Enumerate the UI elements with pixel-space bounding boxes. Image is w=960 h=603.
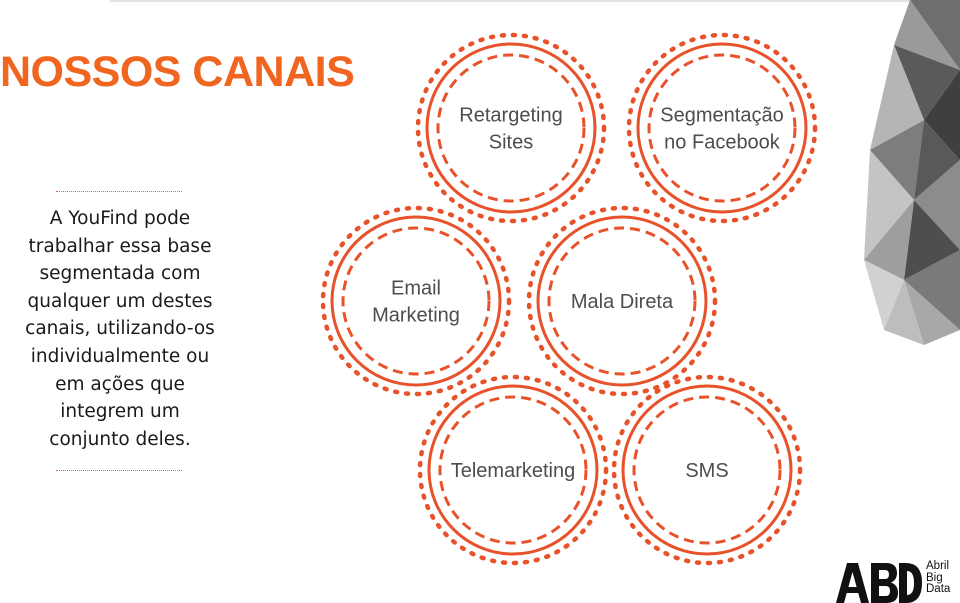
abril-big-data-logo: Abril Big Data bbox=[836, 560, 954, 603]
ring-outer-circle bbox=[526, 205, 718, 397]
channel-circle-segmentacao-facebook: Segmentação no Facebook bbox=[626, 32, 818, 224]
channel-label: no Facebook bbox=[664, 132, 781, 154]
ring-outer-circle bbox=[415, 32, 607, 224]
logo-text-line: Data bbox=[926, 583, 951, 595]
ring-mid-circle bbox=[636, 42, 808, 214]
abd-logo-mark-icon bbox=[836, 563, 922, 603]
ring-inner-circle bbox=[632, 395, 782, 545]
ring-inner-circle bbox=[547, 226, 697, 376]
ring-outer-circle bbox=[320, 205, 512, 397]
ring-mid-circle bbox=[330, 215, 502, 387]
channel-label: Segmentação bbox=[660, 105, 783, 127]
description-text: A YouFind pode trabalhar essa base segme… bbox=[0, 205, 240, 453]
ring-inner-circle bbox=[647, 53, 797, 203]
channel-label: Sites bbox=[489, 132, 533, 154]
ring-inner-circle bbox=[436, 53, 586, 203]
description-line: trabalhar essa base bbox=[28, 235, 212, 257]
ring-mid-circle bbox=[425, 42, 597, 214]
description-line: integrem um bbox=[60, 401, 180, 423]
description-line: individualmente ou bbox=[30, 345, 210, 367]
channel-label: Mala Direta bbox=[571, 291, 674, 313]
channel-label: Telemarketing bbox=[451, 460, 576, 482]
logo-wordmark: Abril Big Data bbox=[926, 560, 951, 596]
channel-label: Retargeting bbox=[459, 105, 562, 127]
channel-circle-mala-direta: Mala Direta bbox=[526, 205, 718, 397]
description-line: qualquer um destes bbox=[27, 290, 213, 312]
channel-label: Email bbox=[391, 278, 441, 300]
dotted-divider-top bbox=[56, 191, 182, 192]
ring-mid-circle bbox=[621, 384, 793, 556]
ring-inner-circle bbox=[341, 226, 491, 376]
logo-text-line: Big bbox=[926, 571, 943, 584]
ring-inner-circle bbox=[438, 395, 588, 545]
channel-label: Marketing bbox=[372, 305, 460, 327]
ring-outer-circle bbox=[611, 374, 803, 566]
description-line: segmentada com bbox=[39, 263, 201, 285]
channel-circle-sms: SMS bbox=[611, 374, 803, 566]
description-line: canais, utilizando-os bbox=[25, 318, 215, 340]
description-line: A YouFind pode bbox=[49, 208, 191, 229]
ring-outer-circle bbox=[417, 374, 609, 566]
description-line: conjunto deles. bbox=[49, 428, 191, 450]
channel-label: SMS bbox=[685, 460, 728, 482]
top-divider-line bbox=[110, 0, 960, 2]
dotted-divider-bottom bbox=[56, 470, 182, 471]
ring-mid-circle bbox=[427, 384, 599, 556]
logo-text-line: Abril bbox=[926, 560, 950, 572]
channel-circle-telemarketing: Telemarketing bbox=[417, 374, 609, 566]
description-line: em ações que bbox=[55, 373, 185, 395]
slide-title: NOSSOS CANAIS bbox=[0, 48, 355, 96]
geometric-background-decoration bbox=[864, 0, 960, 345]
ring-outer-circle bbox=[626, 32, 818, 224]
ring-mid-circle bbox=[536, 215, 708, 387]
